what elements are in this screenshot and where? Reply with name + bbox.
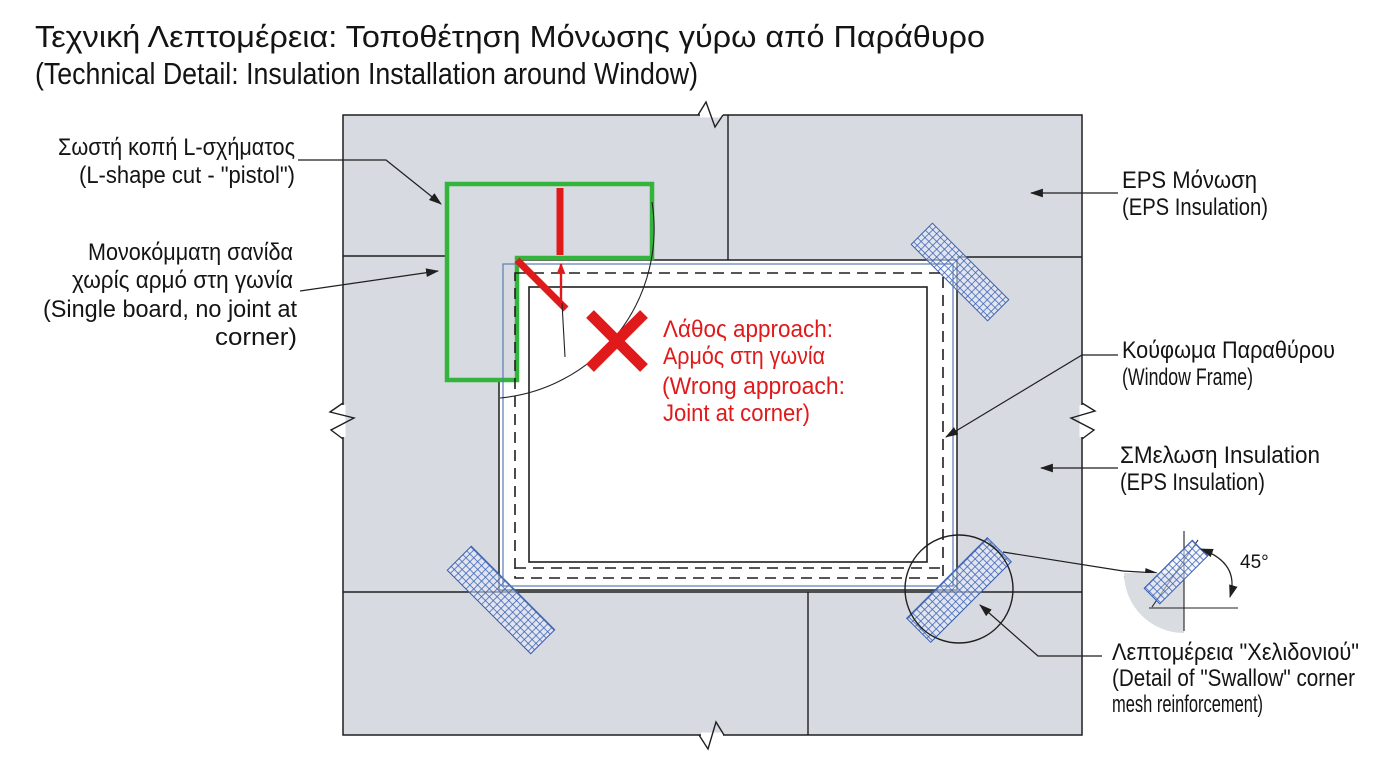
svg-text:Αρμός στη γωνία: Αρμός στη γωνία (663, 343, 825, 370)
svg-text:EPS Μόνωση: EPS Μόνωση (1122, 167, 1257, 194)
label-swallow-detail: Λεπτομέρεια "Χελιδονιού" (Detail of "Swa… (1112, 639, 1359, 718)
svg-text:(Single board, no joint at: (Single board, no joint at (43, 296, 297, 323)
label-eps-insulation-top: EPS Μόνωση (EPS Insulation) (1122, 167, 1268, 221)
svg-text:Λάθος approach:: Λάθος approach: (663, 316, 833, 343)
label-single-board: Μονοκόμματη σανίδα χωρίς αρμό στη γωνία … (43, 239, 297, 351)
svg-text:(L-shape cut - "pistol"): (L-shape cut - "pistol") (79, 162, 295, 189)
swallow-detail-circle (904, 534, 1014, 644)
mesh-patch-top-right (910, 222, 1010, 322)
svg-text:ΣΜελωση Insulation: ΣΜελωση Insulation (1120, 442, 1320, 469)
svg-text:corner): corner) (215, 324, 297, 351)
angle-arc-arrow (1199, 548, 1238, 599)
svg-text:Λεπτομέρεια "Χελιδονιού": Λεπτομέρεια "Χελιδονιού" (1112, 639, 1359, 666)
break-marks (328, 100, 1097, 751)
svg-text:(Detail of "Swallow" corner: (Detail of "Swallow" corner (1112, 665, 1355, 692)
mesh-patch-45-detail (1143, 539, 1209, 605)
svg-text:Μονοκόμματη σανίδα: Μονοκόμματη σανίδα (88, 239, 293, 266)
window-frame-lines (502, 263, 954, 587)
svg-text:(Window Frame): (Window Frame) (1122, 364, 1253, 391)
svg-text:mesh reinforcement): mesh reinforcement) (1112, 691, 1263, 718)
svg-text:(Wrong approach:: (Wrong approach: (662, 373, 845, 400)
svg-text:Joint at corner): Joint at corner) (663, 400, 810, 427)
svg-text:Κούφωμα Παραθύρου: Κούφωμα Παραθύρου (1122, 337, 1335, 364)
wrong-approach-note: Λάθος approach: Αρμός στη γωνία (Wrong a… (662, 316, 845, 427)
wrong-x-icon (586, 310, 648, 372)
page-title: Τεχνική Λεπτομέρεια: Τοποθέτηση Μόνωσης … (35, 19, 985, 54)
mesh-patch-bottom-right (905, 536, 1013, 644)
svg-text:(EPS Insulation): (EPS Insulation) (1120, 469, 1265, 496)
angle-value-label: 45° (1240, 552, 1269, 573)
label-eps-insulation-right: ΣΜελωση Insulation (EPS Insulation) (1120, 442, 1320, 496)
wrong-joint-marks (514, 188, 648, 372)
mesh-patch-bottom-left (446, 545, 556, 655)
pistol-l-board-highlight (444, 181, 655, 383)
leader-lines (298, 159, 1159, 657)
label-window-frame: Κούφωμα Παραθύρου (Window Frame) (1122, 337, 1335, 391)
label-l-shape-cut: Σωστή κοπή L-σχήματος (L-shape cut - "pi… (58, 134, 295, 189)
page-subtitle: (Technical Detail: Insulation Installati… (35, 56, 698, 91)
svg-text:χωρίς αρμό στη γωνία: χωρίς αρμό στη γωνία (72, 267, 293, 294)
angle-45-detail: 45° (1124, 531, 1269, 633)
svg-text:(EPS Insulation): (EPS Insulation) (1122, 194, 1268, 221)
svg-text:Σωστή κοπή L-σχήματος: Σωστή κοπή L-σχήματος (58, 134, 295, 161)
